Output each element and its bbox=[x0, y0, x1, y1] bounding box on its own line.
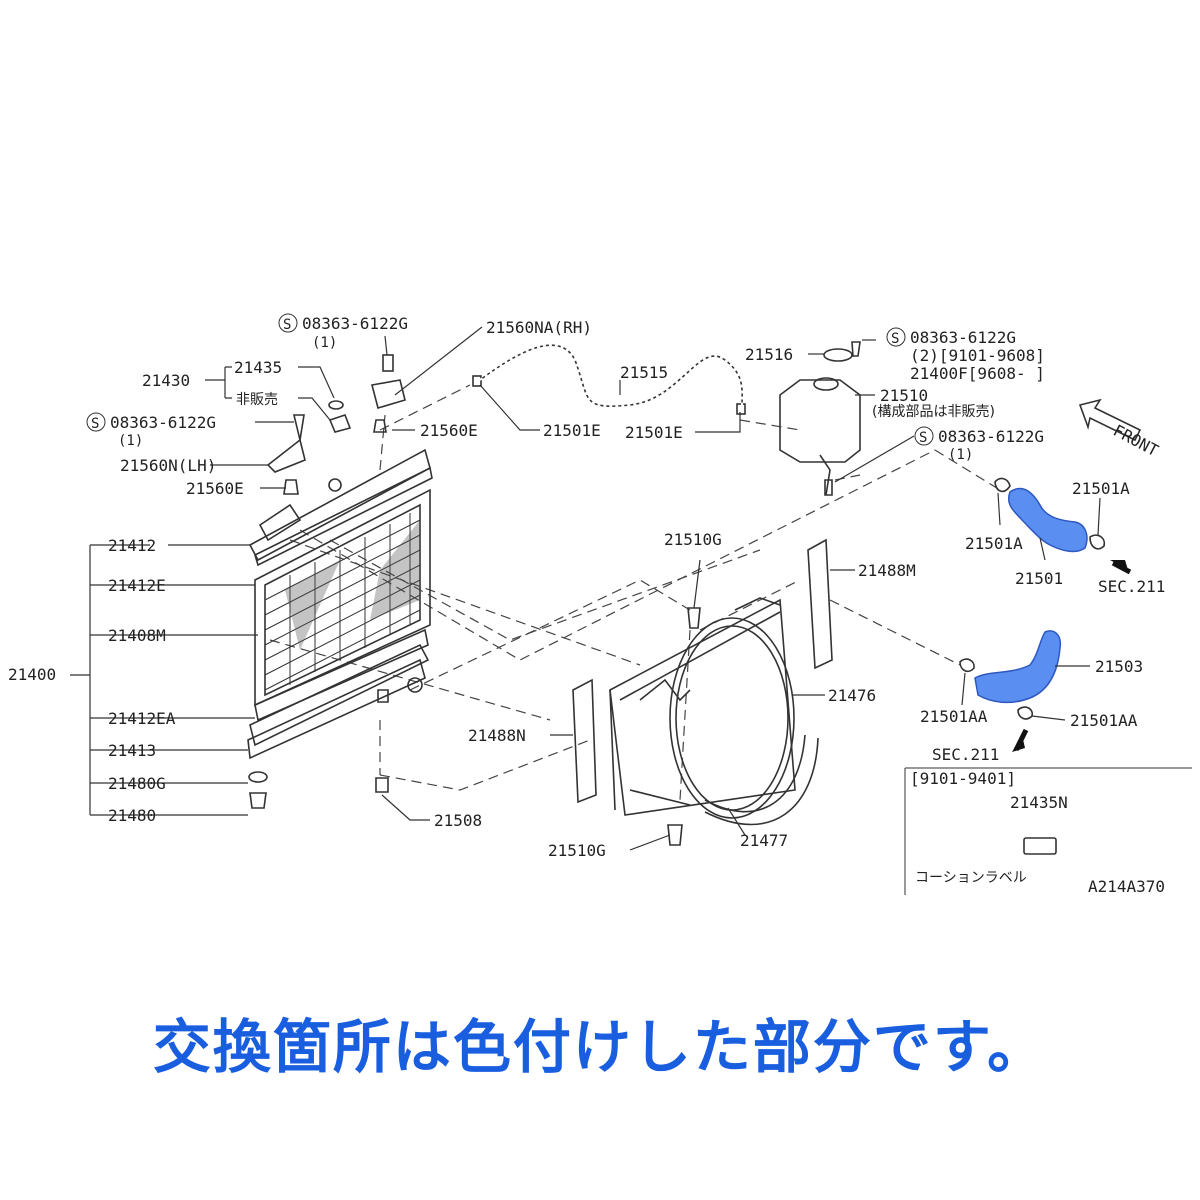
label-21476: 21476 bbox=[828, 686, 876, 705]
label-21503: 21503 bbox=[1095, 657, 1143, 676]
label-21480g: 21480G bbox=[108, 774, 166, 793]
label-21560na: 21560NA(RH) bbox=[486, 318, 592, 337]
seals bbox=[572, 538, 833, 804]
label-21510g-bottom: 21510G bbox=[548, 841, 606, 860]
label-bolt-b-qty: (1) bbox=[118, 433, 143, 449]
label-21412ea: 21412EA bbox=[108, 709, 176, 728]
label-21510-note: (構成部品は非販売) bbox=[872, 404, 995, 420]
label-21400: 21400 bbox=[8, 665, 56, 684]
label-21501e-b: 21501E bbox=[625, 423, 683, 442]
radiator-upper-tank bbox=[248, 448, 433, 567]
lower-shroud bbox=[704, 734, 819, 826]
label-diagram-code: A214A370 bbox=[1088, 877, 1165, 896]
label-21501aa-right: 21501AA bbox=[1070, 711, 1138, 730]
label-21560n: 21560N(LH) bbox=[120, 456, 216, 475]
radiator-core bbox=[254, 488, 431, 707]
label-21501e-a: 21501E bbox=[543, 421, 601, 440]
label-21501a-top: 21501A bbox=[1072, 479, 1130, 498]
inset-box bbox=[904, 767, 1192, 895]
label-21510g-top: 21510G bbox=[664, 530, 722, 549]
label-21430: 21430 bbox=[142, 371, 190, 390]
label-21412e: 21412E bbox=[108, 576, 166, 595]
label-bolt-c-note1: (2)[9101-9608] bbox=[910, 346, 1045, 365]
label-21488n: 21488N bbox=[468, 726, 526, 745]
label-21435: 21435 bbox=[234, 358, 282, 377]
label-21560e-mid: 21560E bbox=[420, 421, 478, 440]
leader-lines bbox=[70, 326, 1101, 851]
label-not-for-sale: 非販売 bbox=[236, 392, 278, 408]
label-inset-range: [9101-9401] bbox=[910, 769, 1016, 788]
label-21501a-left: 21501A bbox=[965, 534, 1023, 553]
lower-radiator-hose bbox=[959, 630, 1062, 752]
part-labels: 21400 21412 21412E 21408M 21412EA 21413 … bbox=[8, 314, 1165, 896]
standard-part-icons: S S S S bbox=[86, 313, 934, 446]
label-21477: 21477 bbox=[740, 831, 788, 850]
label-bolt-d: 08363-6122G bbox=[938, 427, 1044, 446]
svg-text:S: S bbox=[891, 331, 899, 347]
label-bolt-b: 08363-6122G bbox=[110, 413, 216, 432]
svg-text:S: S bbox=[283, 317, 291, 333]
fan-shroud bbox=[609, 597, 796, 819]
label-bolt-a-qty: (1) bbox=[312, 335, 337, 351]
label-21508: 21508 bbox=[434, 811, 482, 830]
label-21413: 21413 bbox=[108, 741, 156, 760]
label-21516: 21516 bbox=[745, 345, 793, 364]
label-caution-label: コーションラベル bbox=[915, 870, 1027, 886]
label-sec211-b: SEC.211 bbox=[932, 745, 999, 764]
label-21501aa-left: 21501AA bbox=[920, 707, 988, 726]
label-21510: 21510 bbox=[880, 386, 928, 405]
front-arrow-icon bbox=[1078, 398, 1142, 442]
replacement-note-caption: 交換箇所は色付けした部分です。 bbox=[152, 1013, 1048, 1081]
label-21435n: 21435N bbox=[1010, 793, 1068, 812]
label-sec211-a: SEC.211 bbox=[1098, 577, 1165, 596]
small-fasteners bbox=[248, 354, 746, 846]
label-21560e-left: 21560E bbox=[186, 479, 244, 498]
svg-text:S: S bbox=[919, 430, 927, 446]
label-bolt-c: 08363-6122G bbox=[910, 328, 1016, 347]
radiator-lower-tank bbox=[247, 628, 430, 760]
label-21515: 21515 bbox=[620, 363, 668, 382]
label-21501: 21501 bbox=[1015, 569, 1063, 588]
label-bolt-a: 08363-6122G bbox=[302, 314, 408, 333]
overflow-hose bbox=[479, 344, 744, 408]
label-21488m: 21488M bbox=[858, 561, 916, 580]
label-bolt-d-qty: (1) bbox=[948, 447, 973, 463]
upper-radiator-hose bbox=[994, 477, 1132, 575]
reservoir-tank bbox=[779, 341, 861, 496]
label-21408m: 21408M bbox=[108, 626, 166, 645]
label-bolt-c-note2: 21400F[9608- ] bbox=[910, 364, 1045, 383]
label-21480: 21480 bbox=[108, 806, 156, 825]
label-front: FRONT bbox=[1110, 421, 1162, 461]
label-21412: 21412 bbox=[108, 536, 156, 555]
svg-text:S: S bbox=[91, 416, 99, 432]
